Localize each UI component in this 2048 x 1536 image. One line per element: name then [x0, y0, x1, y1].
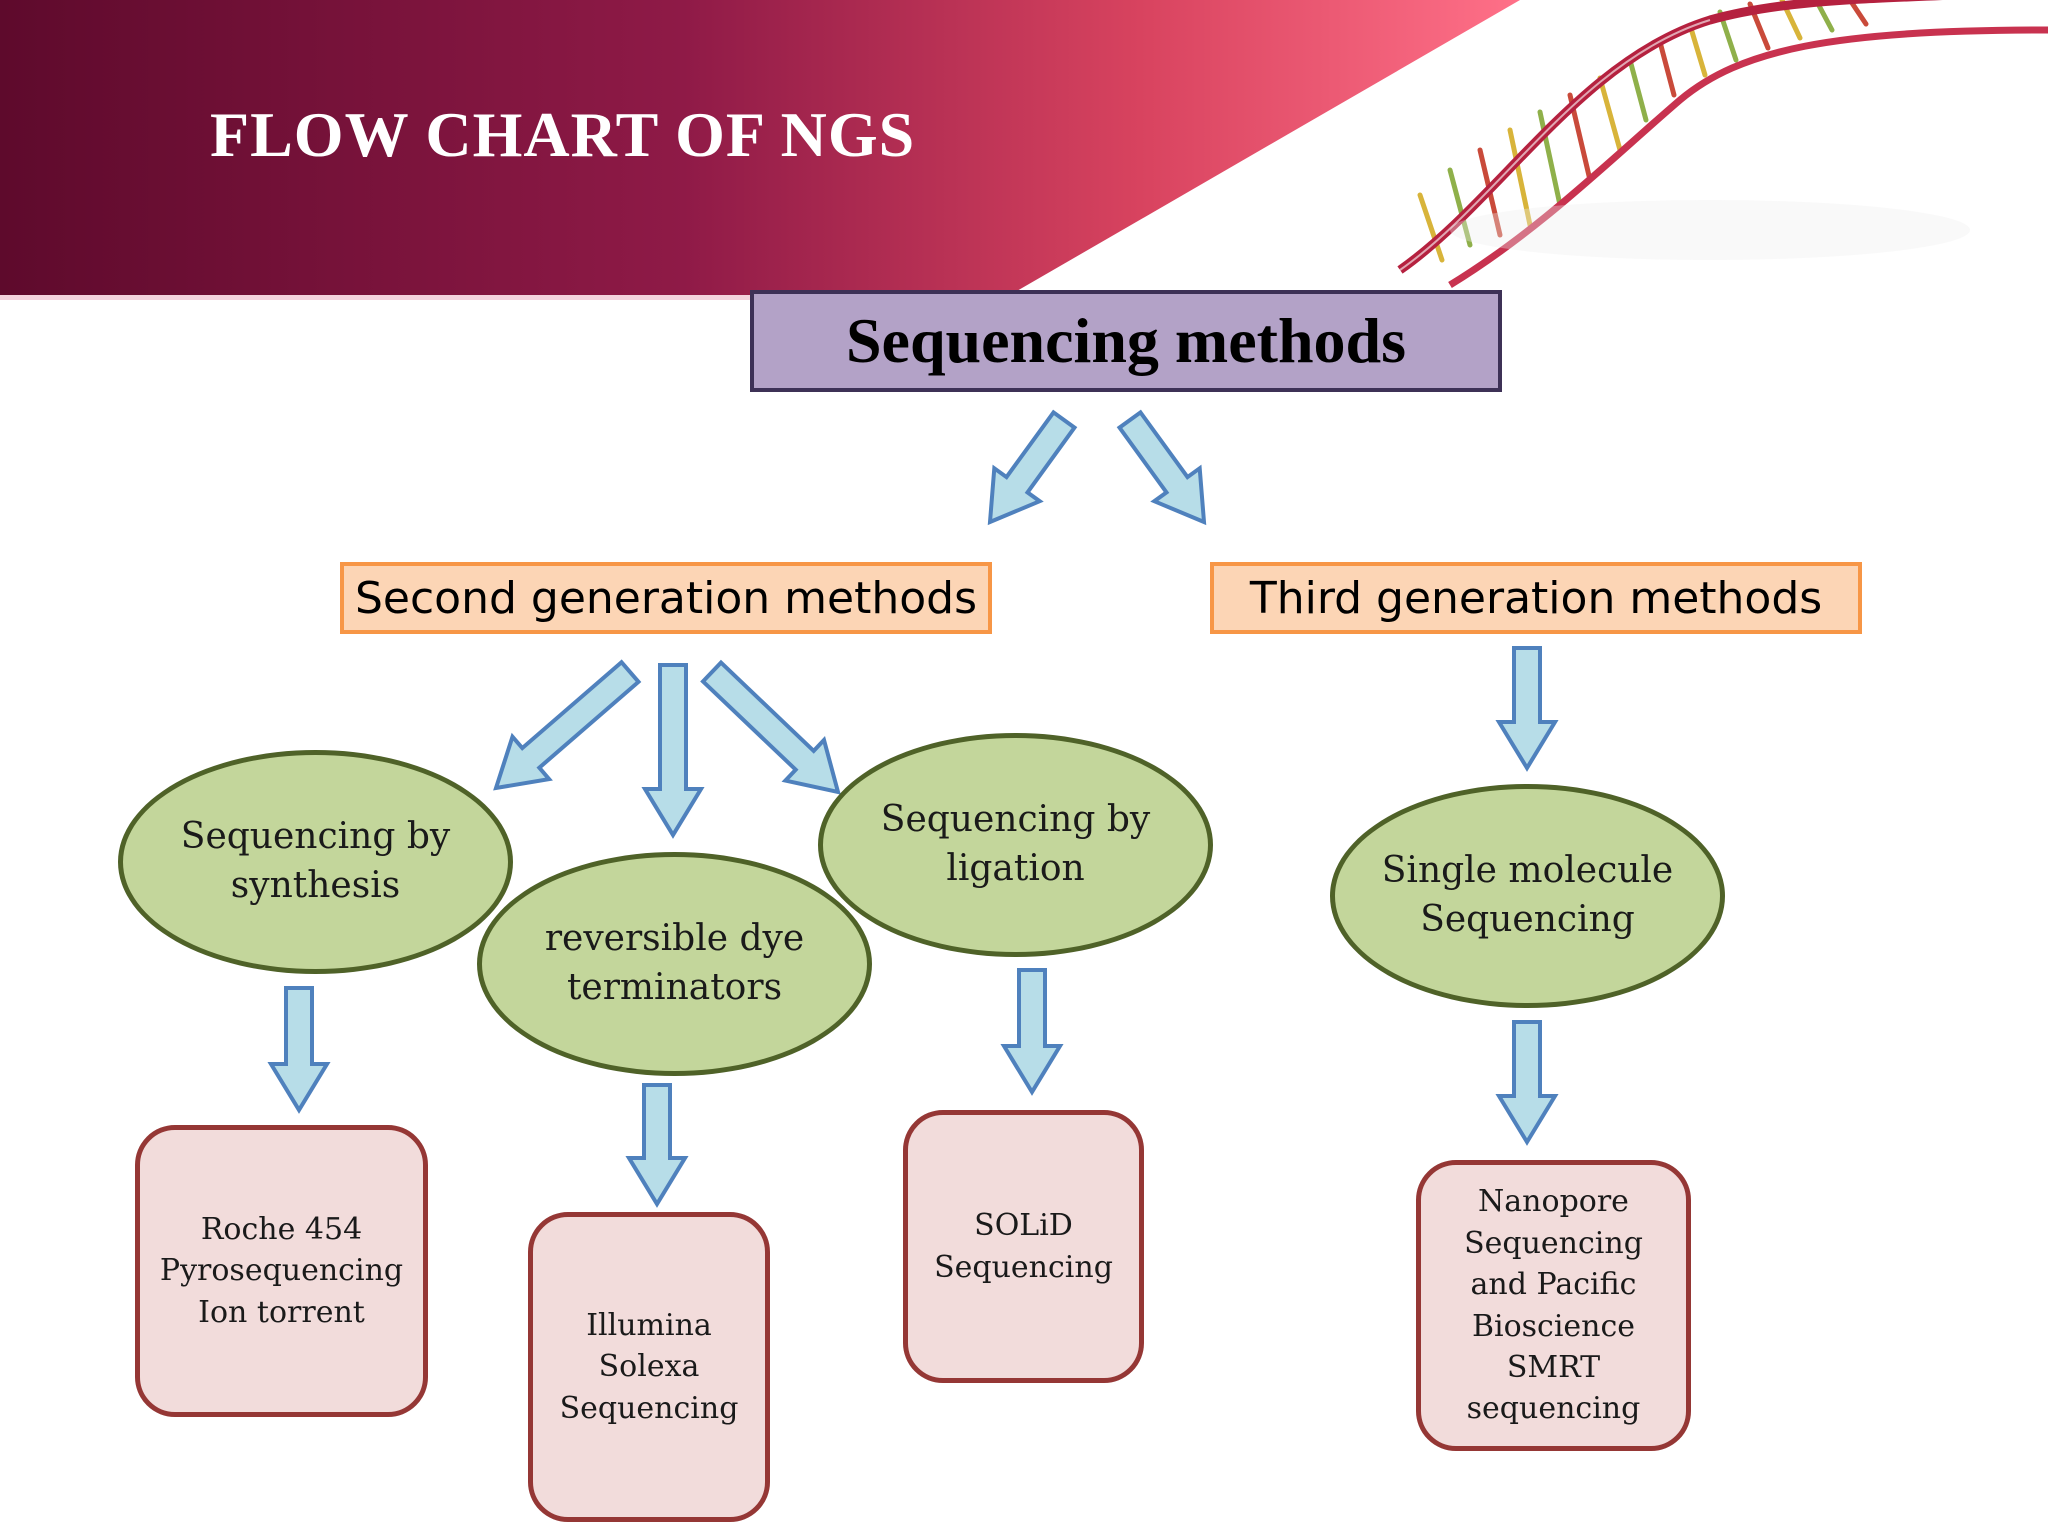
root-node-sequencing-methods: Sequencing methods	[750, 290, 1502, 392]
arrow-second-to-dye	[641, 663, 705, 839]
arrow-second-to-synthesis	[493, 659, 642, 791]
single-molecule-sequencing-node: Single molecule Sequencing	[1330, 784, 1725, 1008]
roche-454-node: Roche 454 Pyrosequencing Ion torrent	[135, 1125, 428, 1417]
arrow-second-to-ligation	[700, 659, 841, 795]
arrow-root-to-third	[1116, 409, 1207, 526]
third-generation-node: Third generation methods	[1210, 562, 1862, 634]
sequencing-by-synthesis-node: Sequencing by synthesis	[118, 750, 513, 974]
nanopore-pacbio-node: Nanopore Sequencing and Pacific Bioscien…	[1416, 1160, 1691, 1451]
illumina-solexa-node: Illumina Solexa Sequencing	[528, 1212, 770, 1522]
arrow-dye-to-illumina	[625, 1083, 689, 1208]
arrow-root-to-second	[987, 409, 1078, 526]
slide-title: FLOW CHART OF NGS	[210, 99, 916, 170]
second-generation-node: Second generation methods	[340, 562, 992, 634]
sequencing-by-ligation-node: Sequencing by ligation	[818, 733, 1213, 957]
arrow-third-to-single	[1495, 646, 1559, 772]
reversible-dye-terminators-node: reversible dye terminators	[477, 852, 872, 1076]
arrow-synthesis-to-roche	[267, 986, 331, 1114]
dna-helix-image	[1397, 0, 2048, 288]
arrow-single-to-nanopore	[1495, 1020, 1559, 1146]
arrow-ligation-to-solid	[1000, 968, 1064, 1096]
solid-sequencing-node: SOLiD Sequencing	[903, 1110, 1144, 1383]
